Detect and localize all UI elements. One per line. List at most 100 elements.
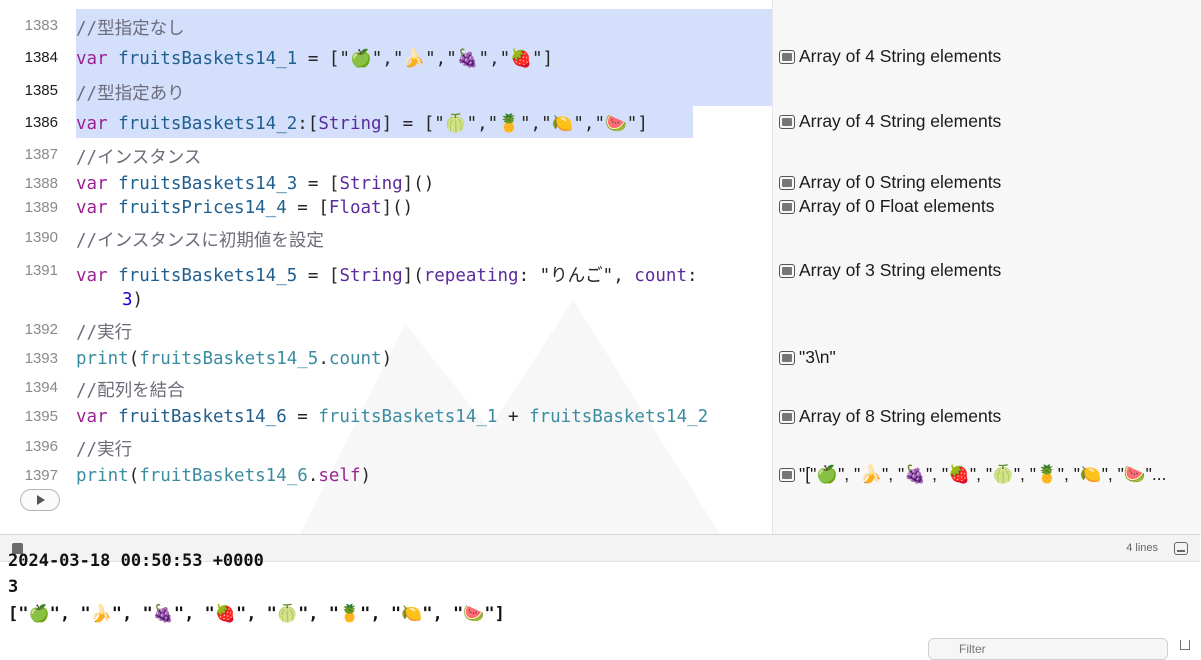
quicklook-icon[interactable] (779, 350, 795, 365)
quicklook-icon[interactable] (779, 114, 795, 129)
operator: + (497, 407, 530, 427)
operator: = [ (297, 174, 340, 194)
identifier: fruitsBaskets14_1 (118, 49, 298, 69)
code-line-1397[interactable]: print(fruitBaskets14_6.self) (76, 464, 371, 488)
quicklook-icon[interactable] (779, 49, 795, 64)
keyword: var (76, 407, 108, 427)
operator: = (297, 49, 329, 69)
identifier: fruitsBaskets14_1 (318, 407, 498, 427)
punctuation: ]() (381, 198, 414, 218)
trash-icon[interactable] (1180, 640, 1190, 650)
result-text: "["🍏", "🍌", "🍇", "🍓", "🍈", "🍍", "🍋", "🍉"… (799, 464, 1167, 484)
result-row[interactable]: Array of 8 String elements (779, 406, 1197, 427)
identifier: fruitsBaskets14_5 (118, 266, 298, 286)
operator: = [ (297, 266, 340, 286)
result-text: Array of 3 String elements (799, 260, 1002, 280)
code-line-1383[interactable]: //型指定なし (76, 17, 185, 41)
property-name: count (328, 349, 382, 369)
run-button[interactable] (20, 489, 60, 511)
panel-toggle-icon[interactable] (1174, 542, 1188, 555)
array-literal: ["🍈","🍍","🍋","🍉"] (423, 114, 648, 134)
parameter-label: count (634, 266, 687, 286)
code-line-1391-wrap[interactable]: 3) (122, 288, 143, 312)
quicklook-icon[interactable] (779, 199, 795, 214)
code-line-1393[interactable]: print(fruitsBaskets14_5.count) (76, 347, 392, 371)
code-line-1389[interactable]: var fruitsPrices14_4 = [Float]() (76, 196, 413, 220)
result-text: Array of 0 String elements (799, 172, 1002, 192)
comment: //型指定あり (76, 84, 185, 104)
code-line-1388[interactable]: var fruitsBaskets14_3 = [String]() (76, 172, 434, 196)
operator: = [ (286, 198, 329, 218)
comment: //型指定なし (76, 19, 185, 39)
line-number: 1391 (24, 262, 58, 279)
code-line-1386[interactable]: var fruitsBaskets14_2:[String] = ["🍈","🍍… (76, 112, 648, 136)
number-literal: 3 (122, 290, 133, 310)
result-row[interactable]: Array of 0 Float elements (779, 196, 1197, 217)
punctuation: . (318, 349, 329, 369)
keyword: var (76, 114, 108, 134)
result-row[interactable]: Array of 4 String elements (779, 111, 1197, 132)
identifier: fruitBaskets14_6 (118, 407, 287, 427)
result-row[interactable]: Array of 4 String elements (779, 46, 1197, 67)
line-number: 1389 (24, 199, 58, 216)
type-name: String (339, 266, 403, 286)
keyword: var (76, 49, 108, 69)
line-number: 1397 (24, 467, 58, 484)
result-text: Array of 4 String elements (799, 111, 1002, 131)
result-row[interactable]: "["🍏", "🍌", "🍇", "🍓", "🍈", "🍍", "🍋", "🍉"… (779, 464, 1197, 485)
code-area[interactable]: //型指定なし var fruitsBaskets14_1 = ["🍏","🍌"… (76, 0, 772, 534)
quicklook-icon[interactable] (779, 467, 795, 482)
comment: //実行 (76, 440, 133, 460)
punctuation: ( (128, 466, 140, 486)
comment: //インスタンスに初期値を設定 (76, 231, 324, 251)
code-line-1391[interactable]: var fruitsBaskets14_5 = [String](repeati… (76, 264, 698, 288)
code-line-1385[interactable]: //型指定あり (76, 82, 185, 106)
code-line-1390[interactable]: //インスタンスに初期値を設定 (76, 229, 324, 253)
identifier: fruitsBaskets14_3 (118, 174, 298, 194)
type-name: String (318, 114, 382, 134)
result-row[interactable]: "3\n" (779, 347, 1197, 368)
code-line-1387[interactable]: //インスタンス (76, 146, 201, 170)
stop-icon[interactable] (12, 543, 23, 554)
quicklook-icon[interactable] (779, 263, 795, 278)
function-name: print (76, 466, 129, 486)
code-line-1396[interactable]: //実行 (76, 438, 132, 462)
keyword: var (76, 266, 108, 286)
selection-highlight (76, 9, 772, 106)
console-line: 3 (8, 577, 19, 597)
console-output[interactable]: 2024-03-18 00:50:53 +0000 3 ["🍏", "🍌", "… (0, 551, 1200, 646)
keyword: var (76, 174, 108, 194)
code-line-1394[interactable]: //配列を結合 (76, 379, 185, 403)
result-row[interactable]: Array of 3 String elements (779, 260, 1197, 281)
quicklook-icon[interactable] (779, 409, 795, 424)
line-number: 1384 (24, 49, 58, 66)
quicklook-icon[interactable] (779, 175, 795, 190)
result-text: "3\n" (799, 347, 836, 367)
line-number: 1390 (24, 229, 58, 246)
property-name: self (318, 466, 361, 486)
console-line: ["🍏", "🍌", "🍇", "🍓", "🍈", "🍍", "🍋", "🍉"] (8, 604, 505, 624)
punctuation: . (307, 466, 319, 486)
punctuation: , (613, 266, 635, 286)
code-line-1384[interactable]: var fruitsBaskets14_1 = ["🍏","🍌","🍇","🍓"… (76, 47, 553, 71)
code-line-1392[interactable]: //実行 (76, 321, 132, 345)
line-number: 1394 (24, 379, 58, 396)
result-row[interactable]: Array of 0 String elements (779, 172, 1197, 193)
debug-bar: 4 lines (0, 534, 1200, 562)
type-name: Float (328, 198, 382, 218)
results-sidebar: Array of 4 String elements Array of 4 St… (772, 0, 1201, 534)
identifier: fruitsBaskets14_2 (118, 114, 298, 134)
identifier: fruitBaskets14_6 (139, 466, 308, 486)
line-number: 1396 (24, 438, 58, 455)
code-line-1395[interactable]: var fruitBaskets14_6 = fruitsBaskets14_1… (76, 405, 708, 429)
parameter-label: repeating (423, 266, 519, 286)
type-name: String (339, 174, 403, 194)
identifier: fruitsBaskets14_2 (529, 407, 709, 427)
comment: //配列を結合 (76, 381, 185, 401)
comment: //インスタンス (76, 148, 202, 168)
line-number-gutter: 1383 1384 1385 1386 1387 1388 1389 1390 … (0, 0, 76, 534)
filter-input[interactable] (928, 638, 1168, 660)
punctuation: ( (128, 349, 140, 369)
punctuation: ) (381, 349, 393, 369)
punctuation: : (518, 266, 540, 286)
